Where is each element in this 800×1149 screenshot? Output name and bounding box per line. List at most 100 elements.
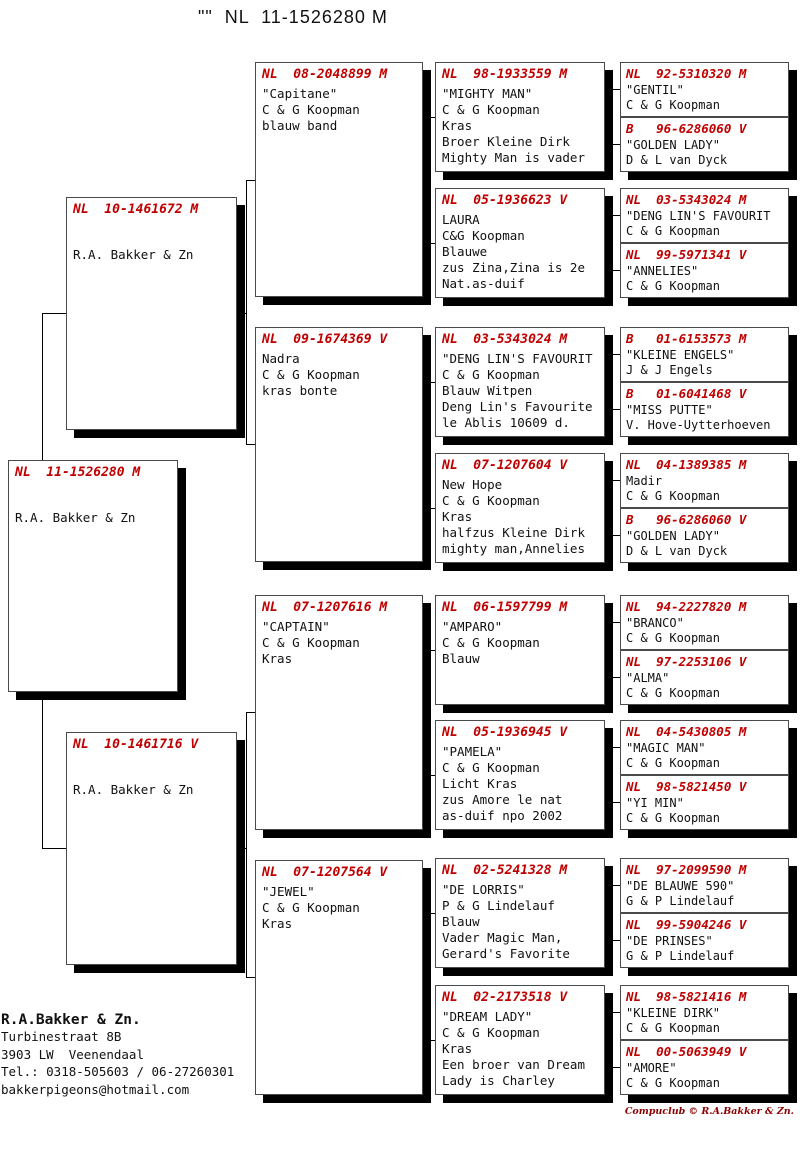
pedigree-line: J & J Engels [626,363,713,377]
pedigree-line: R.A. Bakker & Zn [15,510,136,525]
pedigree-line: "DENG LIN'S FAVOURIT [626,209,771,223]
pedigree-line: R.A. Bakker & Zn [73,782,194,797]
pedigree-line: Nat.as-duif [442,276,525,291]
pedigree-box-sire: NL 10-1461672 M R.A. Bakker & Zn [66,197,237,430]
pedigree-line: Blauw [442,651,480,666]
pedigree-line: Blauwe [442,244,488,259]
ring-number: NL 98-5821450 V [626,779,747,794]
pedigree-line: "DREAM LADY" [442,1009,533,1024]
pedigree-line: New Hope [442,477,503,492]
bird-details: "YI MIN"C & G Koopman [621,795,788,826]
bird-details: R.A. Bakker & Zn [9,508,177,526]
connector-line [246,712,247,978]
bird-details: "DE BLAUWE 590"G & P Lindelauf [621,878,788,909]
pedigree-line: "KLEINE DIRK" [626,1006,720,1020]
pedigree-line: "JEWEL" [262,884,315,899]
connector-line [246,180,256,181]
pedigree-line: C & G Koopman [442,493,540,508]
pedigree-line: Broer Kleine Dirk [442,134,570,149]
bird-details: "GENTIL"C & G Koopman [621,82,788,113]
pedigree-box-gen4-4: NL 99-5971341 V"ANNELIES"C & G Koopman [620,243,789,298]
connector-line [246,444,256,445]
pedigree-line: "DE LORRIS" [442,882,525,897]
ring-number: NL 98-1933559 M [442,67,568,82]
pedigree-line: "Capitane" [262,86,338,101]
connector-line [612,409,621,410]
pedigree-line: "ALMA" [626,671,670,685]
pedigree-line: Kras [442,1041,473,1056]
connector-line [605,1040,613,1041]
connector-line [429,117,436,118]
pedigree-line: "KLEINE ENGELS" [626,348,735,362]
ring-number: NL 11-1526280 M [15,465,141,480]
pedigree-line: C & G Koopman [626,1021,720,1035]
ring-number: NL 05-1936945 V [442,725,568,740]
pedigree-line: P & G Lindelauf [442,898,555,913]
bird-details: "AMORE"C & G Koopman [621,1060,788,1091]
contact-block: R.A.Bakker & Zn. Turbinestraat 8B 3903 L… [1,1012,234,1098]
pedigree-line: "MAGIC MAN" [626,741,706,755]
pedigree-line: "DE BLAUWE 590" [626,879,735,893]
connector-line [42,692,43,849]
connector-line [612,215,621,216]
pedigree-line: mighty man,Annelies [442,541,585,556]
pedigree-line: C & G Koopman [626,756,720,770]
pedigree-line: C & G Koopman [626,98,720,112]
ring-number: NL 05-1936623 V [442,193,568,208]
contact-line: Turbinestraat 8B [1,1029,122,1044]
connector-line [612,747,613,803]
pedigree-line: zus Zina,Zina is 2e [442,260,585,275]
ring-number: NL 07-1207604 V [442,458,568,473]
pedigree-line: blauw band [262,118,338,133]
pedigree-line: C & G Koopman [626,489,720,503]
pedigree-box-gen4-16: NL 00-5063949 V"AMORE"C & G Koopman [620,1040,789,1095]
ring-number: NL 92-5310320 M [626,66,747,81]
ring-number: NL 07-1207616 M [262,600,388,615]
connector-line [246,180,247,445]
bird-details: "ANNELIES"C & G Koopman [621,263,788,294]
pedigree-line: C & G Koopman [262,635,360,650]
ring-number: NL 97-2099590 M [626,862,747,877]
pedigree-line: le Ablis 10609 d. [442,415,570,430]
pedigree-line: Nadra [262,351,300,366]
connector-line [612,354,621,355]
pedigree-box-gen4-8: B 96-6286060 V"GOLDEN LADY"D & L van Dyc… [620,508,789,563]
connector-line [237,313,247,314]
pedigree-line: "ANNELIES" [626,264,699,278]
pedigree-box-gen4-15: NL 98-5821416 M"KLEINE DIRK"C & G Koopma… [620,985,789,1040]
pedigree-line: C & G Koopman [442,760,540,775]
connector-line [612,480,621,481]
connector-line [612,802,621,803]
ring-number: NL 02-5241328 M [442,863,568,878]
pedigree-box-dam: NL 10-1461716 V R.A. Bakker & Zn [66,732,237,965]
pedigree-box-gen4-1: NL 92-5310320 M"GENTIL"C & G Koopman [620,62,789,117]
connector-line [429,650,430,776]
connector-line [605,243,613,244]
ring-number: NL 04-1389385 M [626,457,747,472]
pedigree-line: C & G Koopman [262,367,360,382]
contact-line: Tel.: 0318-505603 / 06-27260301 [1,1064,235,1079]
pedigree-box-gen4-13: NL 97-2099590 M"DE BLAUWE 590"G & P Lind… [620,858,789,913]
bird-details: "KLEINE ENGELS"J & J Engels [621,347,788,378]
ring-number: NL 07-1207564 V [262,865,388,880]
connector-line [612,480,613,536]
connector-line [612,535,621,536]
pedigree-line: Licht Kras [442,776,518,791]
ring-number: NL 06-1597799 M [442,600,568,615]
connector-line [42,848,66,849]
connector-line [612,1012,621,1013]
pedigree-line: "CAPTAIN" [262,619,330,634]
pedigree-line: C & G Koopman [626,1076,720,1090]
pedigree-line: Een broer van Dream [442,1057,585,1072]
connector-line [423,977,430,978]
connector-line [605,382,613,383]
connector-line [612,677,621,678]
